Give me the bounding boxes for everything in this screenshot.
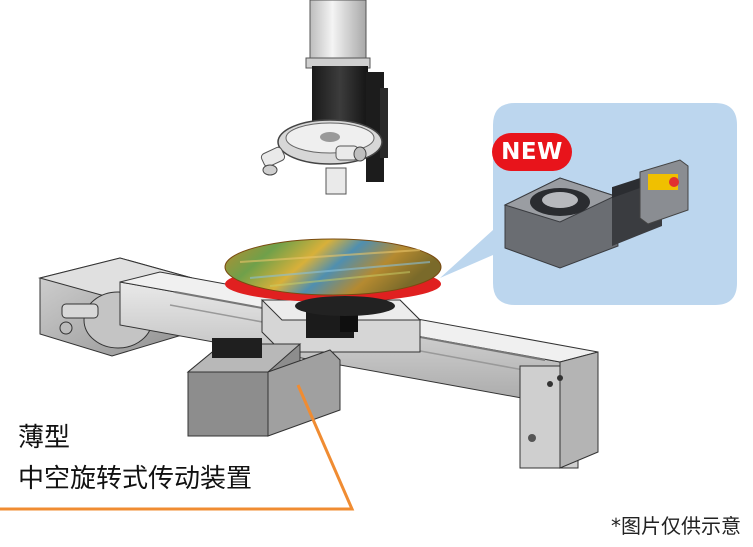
rotary-actuator-product [503,159,689,269]
front-motor [186,338,341,437]
new-badge: NEW [492,133,572,171]
leader-line [0,384,355,511]
silicon-wafer [224,238,442,316]
caption-line-2: 中空旋转式传动装置 [18,464,253,494]
microscope-unit [260,0,388,195]
caption-line-1: 薄型 [18,423,71,453]
disclaimer-footnote: *图片仅供示意 [611,514,741,538]
